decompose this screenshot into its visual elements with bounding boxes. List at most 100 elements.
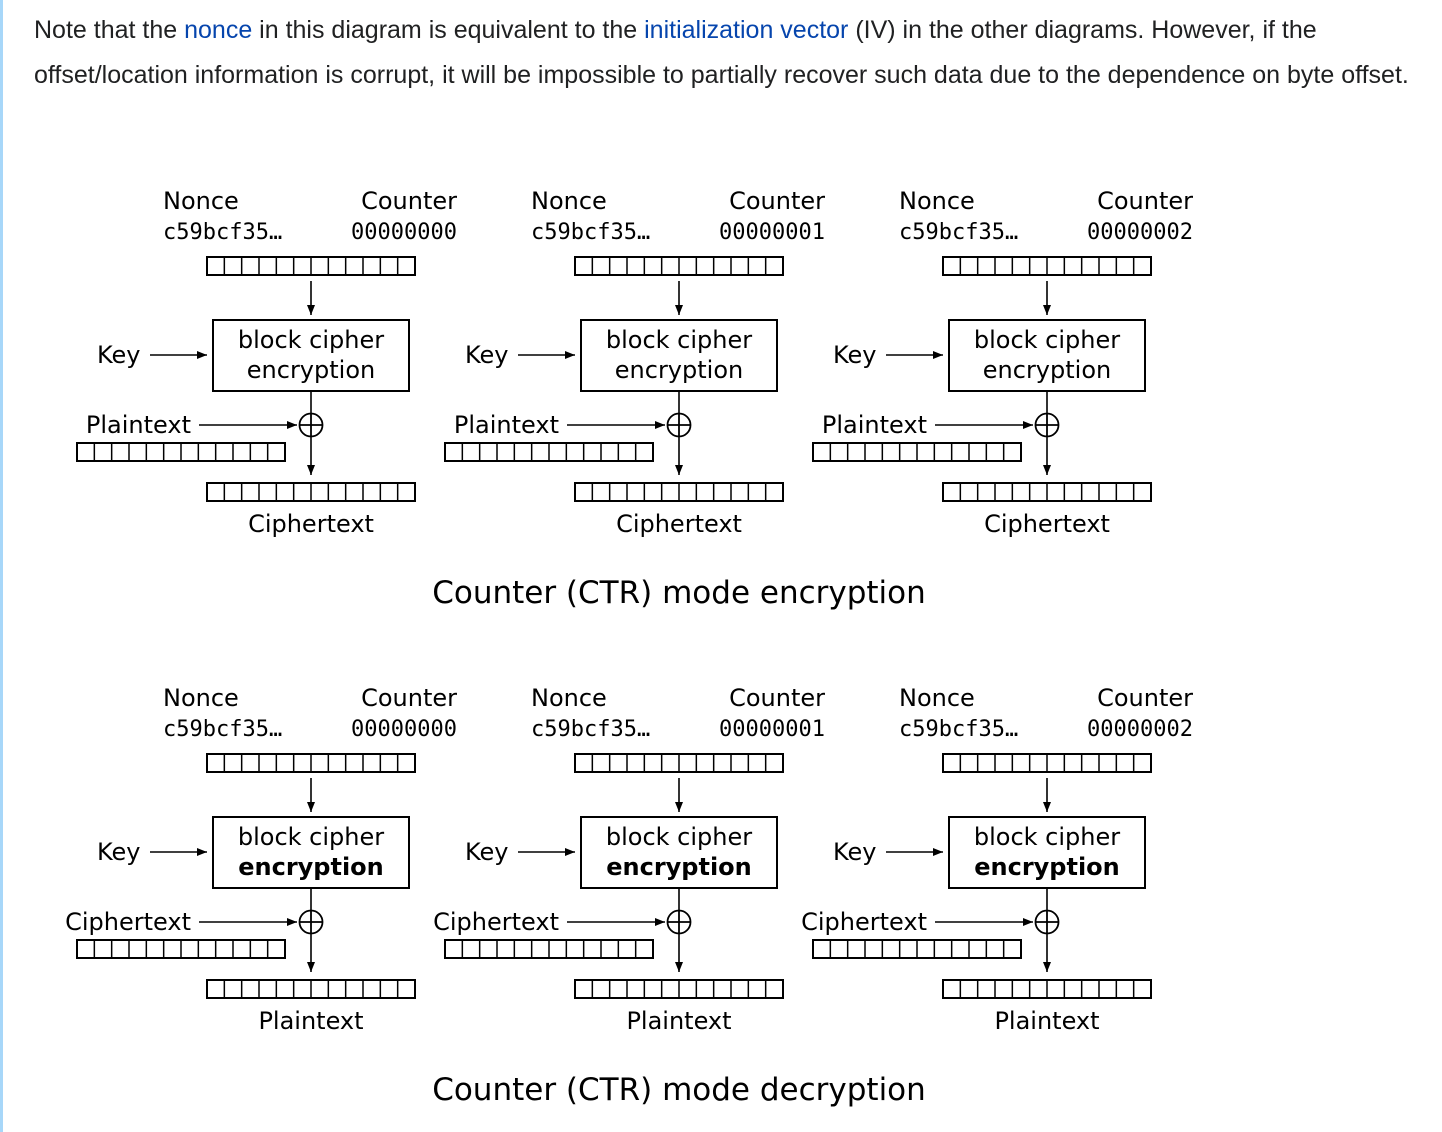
key-label: Key: [465, 341, 509, 369]
counter-label: Counter: [361, 684, 457, 712]
cipher-label-line2: encryption: [606, 853, 752, 881]
xor-icon: [1034, 412, 1060, 438]
output-label: Ciphertext: [248, 510, 374, 538]
input-register: [76, 442, 286, 462]
counter-register: [206, 256, 416, 276]
cipher-label-line1: block cipher: [974, 326, 1120, 354]
counter-value: 00000001: [719, 717, 825, 742]
cipher-label-line1: block cipher: [606, 823, 752, 851]
cipher-label-line1: block cipher: [606, 326, 752, 354]
nonce-label: Nonce: [531, 187, 607, 215]
xor-icon: [666, 412, 692, 438]
nonce-value: c59bcf35…: [531, 717, 650, 742]
cipher-label-line1: block cipher: [974, 823, 1120, 851]
ctr-block-2: Nonce Counter c59bcf35… 00000001 block ciphe…: [444, 187, 825, 538]
nonce-label: Nonce: [531, 684, 607, 712]
intro-text-1: Note that the: [34, 16, 185, 44]
counter-label: Counter: [361, 187, 457, 215]
nonce-value: c59bcf35…: [531, 220, 650, 245]
block-cipher-box: [580, 816, 778, 889]
key-label: Key: [833, 838, 877, 866]
counter-value: 00000002: [1087, 220, 1193, 245]
input-label: Ciphertext: [433, 908, 559, 936]
ctr-block-3: Nonce Counter c59bcf35… 00000002 block ciphe…: [801, 684, 1193, 1035]
input-register: [444, 442, 654, 462]
xor-icon: [1034, 909, 1060, 935]
input-label: Plaintext: [454, 411, 559, 439]
output-register: [206, 979, 416, 999]
output-register: [574, 979, 784, 999]
diagram-caption: Counter (CTR) mode decryption: [432, 1072, 926, 1108]
counter-register: [942, 256, 1152, 276]
counter-label: Counter: [1097, 684, 1193, 712]
encryption-diagram: Nonce Counter c59bcf35… 00000000 block ciphe…: [76, 187, 1193, 611]
output-label: Plaintext: [626, 1007, 731, 1035]
counter-register: [206, 753, 416, 773]
cipher-label-line2: encryption: [974, 853, 1120, 881]
counter-value: 00000000: [351, 220, 457, 245]
output-label: Plaintext: [258, 1007, 363, 1035]
input-register: [444, 939, 654, 959]
input-register: [812, 442, 1022, 462]
nonce-value: c59bcf35…: [163, 717, 282, 742]
output-register: [574, 482, 784, 502]
intro-paragraph: Note that the nonce in this diagram is e…: [34, 8, 1434, 98]
block-cipher-box: [212, 319, 410, 392]
cipher-label-line2: encryption: [983, 356, 1111, 384]
input-label: Ciphertext: [65, 908, 191, 936]
counter-label: Counter: [729, 684, 825, 712]
intro-text-3: (IV) in the other diagrams. However, if …: [34, 16, 1409, 89]
counter-label: Counter: [1097, 187, 1193, 215]
nonce-link[interactable]: nonce: [184, 16, 253, 44]
counter-value: 00000002: [1087, 717, 1193, 742]
nonce-value: c59bcf35…: [899, 220, 1018, 245]
block-cipher-box: [580, 319, 778, 392]
counter-label: Counter: [729, 187, 825, 215]
nonce-value: c59bcf35…: [163, 220, 282, 245]
counter-register: [574, 753, 784, 773]
nonce-label: Nonce: [899, 187, 975, 215]
nonce-label: Nonce: [899, 684, 975, 712]
ctr-block-1: Nonce Counter c59bcf35… 00000000 block ciphe…: [76, 187, 457, 538]
output-register: [942, 979, 1152, 999]
cipher-label-line1: block cipher: [238, 326, 384, 354]
ctr-block-2: Nonce Counter c59bcf35… 00000001 block ciphe…: [433, 684, 825, 1035]
key-label: Key: [97, 838, 141, 866]
output-register: [206, 482, 416, 502]
xor-icon: [298, 412, 324, 438]
input-label: Plaintext: [822, 411, 927, 439]
nonce-label: Nonce: [163, 187, 239, 215]
counter-value: 00000001: [719, 220, 825, 245]
counter-value: 00000000: [351, 717, 457, 742]
counter-register: [574, 256, 784, 276]
key-label: Key: [97, 341, 141, 369]
initialization-vector-link[interactable]: initialization vector: [644, 16, 849, 44]
cipher-label-line2: encryption: [247, 356, 375, 384]
block-cipher-box: [948, 319, 1146, 392]
block-cipher-box: [212, 816, 410, 889]
input-register: [76, 939, 286, 959]
counter-register: [942, 753, 1152, 773]
xor-icon: [298, 909, 324, 935]
key-label: Key: [833, 341, 877, 369]
input-label: Ciphertext: [801, 908, 927, 936]
input-label: Plaintext: [86, 411, 191, 439]
nonce-value: c59bcf35…: [899, 717, 1018, 742]
ctr-block-3: Nonce Counter c59bcf35… 00000002 block ciphe…: [812, 187, 1193, 538]
diagram-caption: Counter (CTR) mode encryption: [432, 575, 926, 611]
cipher-label-line2: encryption: [238, 853, 384, 881]
input-register: [812, 939, 1022, 959]
intro-text-2: in this diagram is equivalent to the: [252, 16, 645, 44]
xor-icon: [666, 909, 692, 935]
key-label: Key: [465, 838, 509, 866]
output-label: Ciphertext: [984, 510, 1110, 538]
left-border-rule: [0, 0, 3, 1132]
output-register: [942, 482, 1152, 502]
output-label: Ciphertext: [616, 510, 742, 538]
block-cipher-box: [948, 816, 1146, 889]
nonce-label: Nonce: [163, 684, 239, 712]
cipher-label-line2: encryption: [615, 356, 743, 384]
output-label: Plaintext: [994, 1007, 1099, 1035]
